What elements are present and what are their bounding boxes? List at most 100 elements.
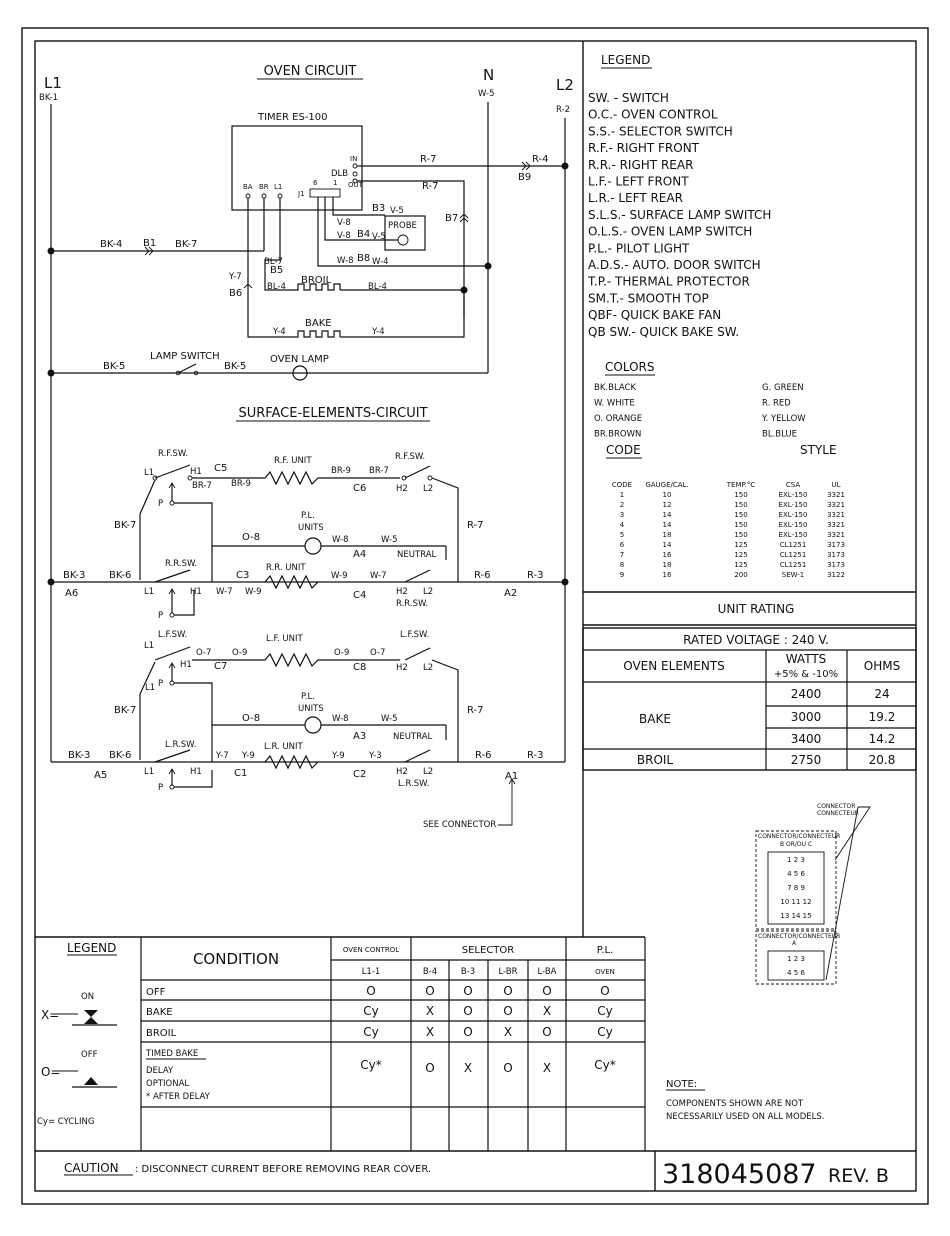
units-b-label: UNITS [298, 704, 324, 714]
condition-cell: O [463, 984, 472, 998]
lr-sw2-label: L.R.SW. [398, 779, 429, 789]
condition-cell: O [503, 1004, 512, 1018]
p6-label: 6 [313, 179, 318, 187]
code-cell: 3321 [827, 511, 845, 519]
bk7-label: BK-7 [175, 239, 197, 250]
a6-label: A6 [65, 588, 78, 599]
color-item: O. ORANGE [594, 414, 642, 424]
pilot-light-a-icon [304, 537, 322, 555]
surface-title: SURFACE-ELEMENTS-CIRCUIT [238, 406, 427, 421]
lf-sw-label: L.F.SW. [158, 630, 187, 640]
see-connector-label: SEE CONNECTOR [423, 820, 496, 830]
condition-cell: X [543, 1061, 551, 1075]
c4-label: C4 [353, 590, 366, 601]
condition-cell: Cy* [360, 1058, 381, 1072]
condition-title: CONDITION [193, 950, 279, 968]
bk5b-label: BK-5 [224, 361, 246, 372]
condition-cell: O [503, 984, 512, 998]
c8-label: C8 [353, 662, 366, 673]
connector-pin-row: 4 5 6 [787, 969, 805, 977]
legend-title: LEGEND [601, 53, 650, 67]
code-cell: CL1251 [780, 541, 807, 549]
oven-lamp-label: OVEN LAMP [270, 354, 329, 365]
oven-circuit: OVEN CIRCUIT L1 BK-1 N W-5 L2 R-2 TIMER … [39, 64, 574, 762]
timer-box [231, 125, 363, 211]
o9a-label: O-9 [232, 648, 247, 658]
color-item: R. RED [762, 399, 791, 409]
rr-sw2-label: R.R.SW. [396, 599, 428, 609]
code-header: CODE [612, 481, 632, 489]
v8b-label: V-8 [337, 231, 351, 241]
pa-label: P [158, 499, 163, 509]
h2a-label: H2 [396, 484, 408, 494]
broil-rating-label: BROIL [637, 753, 674, 767]
h1d-label: H1 [190, 767, 202, 777]
legend-item: O.L.S.- OVEN LAMP SWITCH [588, 225, 752, 239]
code-cell: 3122 [827, 571, 845, 579]
dlb-label: DLB [331, 169, 348, 179]
units-a-label: UNITS [298, 523, 324, 533]
oven-circuit-title: OVEN CIRCUIT [264, 64, 357, 79]
condition-cell: O [463, 1004, 472, 1018]
condition-cell: X [464, 1061, 472, 1075]
bk3b-label: BK-3 [68, 750, 90, 761]
h2b-label: H2 [396, 587, 408, 597]
neutral-b-label: NEUTRAL [393, 732, 433, 742]
code-cell: 150 [734, 491, 747, 499]
bk5a-label: BK-5 [103, 361, 125, 372]
code-header: CSA [786, 481, 800, 489]
surface-elements-circuit: SURFACE-ELEMENTS-CIRCUIT R.F.SW. R.F.SW.… [47, 406, 569, 830]
condition-cell: O [600, 984, 609, 998]
code-cell: 16 [663, 571, 672, 579]
color-item: BL.BLUE [762, 430, 797, 440]
x-label: X= [41, 1008, 59, 1022]
bake-ohms-3: 14.2 [869, 732, 896, 746]
condition-cell: X [504, 1025, 512, 1039]
legend-item: P.L.- PILOT LIGHT [588, 241, 690, 255]
l2d-label: L2 [423, 767, 433, 777]
part-number: 318045087 [662, 1159, 817, 1190]
code-title: CODE [606, 443, 641, 457]
unit-rating-title: UNIT RATING [718, 602, 795, 616]
j1-label: J1 [297, 190, 305, 198]
lf-sw2-label: L.F.SW. [400, 630, 429, 640]
code-cell: 8 [620, 561, 624, 569]
rr-unit-label: R.R. UNIT [266, 563, 306, 573]
color-item: G. GREEN [762, 383, 804, 393]
o-label: O= [41, 1065, 61, 1079]
connector-pin-row: 7 8 9 [787, 884, 805, 892]
on-label: ON [81, 992, 94, 1002]
timed-bake-label: TIMED BAKE [145, 1049, 198, 1059]
neutral-a-label: NEUTRAL [397, 550, 437, 560]
pc-label: P [158, 679, 163, 689]
y9b-label: Y-9 [331, 751, 345, 761]
condition-cell: Cy* [594, 1058, 615, 1072]
b1-label: B1 [143, 238, 156, 249]
b3-label: B3 [372, 203, 385, 214]
r6a-label: R-6 [474, 570, 491, 581]
condition-cell: X [426, 1025, 434, 1039]
bk7a-label: BK-7 [114, 520, 136, 531]
cy-label: Cy= CYCLING [37, 1117, 94, 1127]
v5b-label: V-5 [372, 232, 386, 242]
code-cell: 3173 [827, 561, 845, 569]
condition-subheader: B-4 [423, 967, 437, 977]
bk6b-label: BK-6 [109, 750, 131, 761]
v8a-label: V-8 [337, 218, 351, 228]
code-cell: 125 [734, 551, 747, 559]
r7a-surface-label: R-7 [467, 520, 484, 531]
connector-pin-row: 4 5 6 [787, 870, 805, 878]
ba-label: BA [243, 183, 253, 191]
h1a-label: H1 [190, 467, 202, 477]
lamp-switch-label: LAMP SWITCH [150, 351, 220, 362]
a3-label: A3 [353, 731, 366, 742]
condition-subheader: OVEN [595, 968, 615, 976]
l2b-label: L2 [423, 587, 433, 597]
lr-sw-label: L.R.SW. [165, 740, 196, 750]
r4-label: R-4 [532, 154, 549, 165]
broil-ohms: 20.8 [869, 753, 896, 767]
condition-cell: Cy [363, 1025, 378, 1039]
bottom-legend: LEGEND ON X= OFF O= Cy= CYCLING [37, 941, 117, 1127]
code-header: GAUGE/CAL. [645, 481, 688, 489]
